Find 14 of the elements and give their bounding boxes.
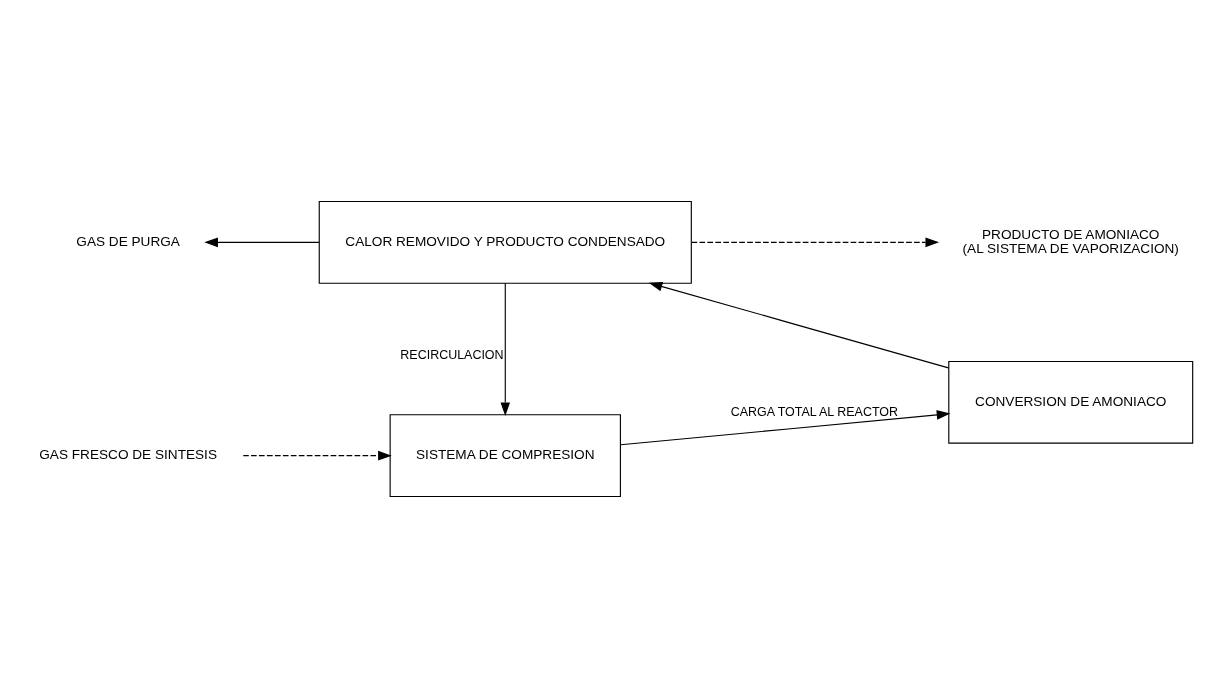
arrow [242, 450, 392, 460]
edge-label: RECIRCULACION [400, 347, 504, 362]
arrow [691, 237, 940, 247]
edge-label: CARGA TOTAL AL REACTOR [730, 404, 898, 419]
arrow [204, 237, 320, 247]
node-text: PRODUCTO DE AMONIACO (AL SISTEMA DE VAPORIZACION) [962, 226, 1179, 256]
arrow [500, 282, 511, 416]
node-box: CONVERSION DE AMONIACO [948, 360, 1194, 444]
node-box: CALOR REMOVIDO Y PRODUCTO CONDENSADO [318, 200, 692, 284]
arrow [620, 409, 951, 445]
node-text: GAS DE PURGA [76, 233, 180, 249]
node-text: GAS FRESCO DE SINTESIS [39, 446, 217, 462]
node-box: SISTEMA DE COMPRESION [389, 413, 621, 497]
arrow [648, 281, 949, 368]
